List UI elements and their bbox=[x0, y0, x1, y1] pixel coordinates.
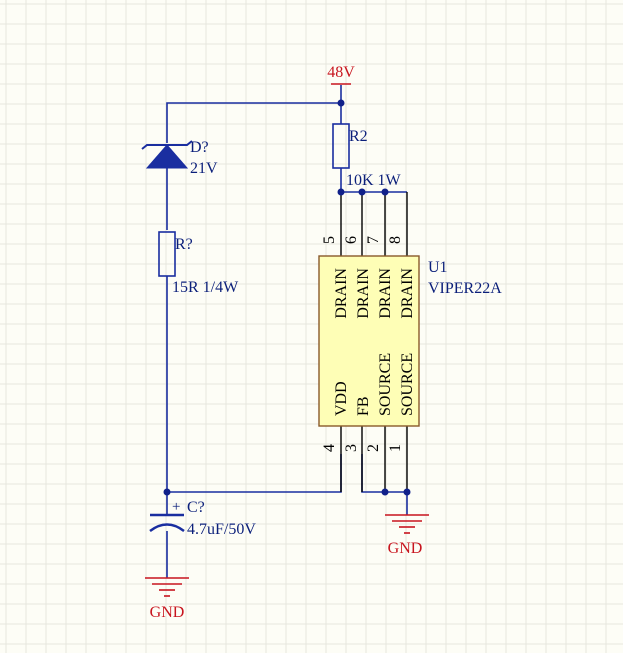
pin-number-6: 6 bbox=[343, 236, 360, 244]
pin-name-3: FB bbox=[355, 396, 372, 416]
r2-designator: R2 bbox=[349, 128, 368, 145]
pin-name-5: DRAIN bbox=[333, 268, 350, 319]
capacitor-polarity: + bbox=[172, 499, 180, 515]
wire-top-rail bbox=[166, 102, 341, 143]
pin-number-4: 4 bbox=[321, 444, 338, 452]
ic-pin-lines bbox=[340, 192, 408, 492]
ground-left-label: GND bbox=[150, 604, 185, 621]
pin-name-8: DRAIN bbox=[399, 268, 416, 319]
capacitor-bottom-plate bbox=[149, 523, 185, 533]
pin-name-1: SOURCE bbox=[399, 353, 416, 416]
ground-symbol-left bbox=[145, 577, 189, 597]
junction-drain-6 bbox=[358, 188, 366, 196]
pin-name-7: DRAIN bbox=[377, 268, 394, 319]
junction-source-2 bbox=[381, 488, 389, 496]
zener-designator: D? bbox=[190, 139, 209, 156]
pin-numbers: 5 6 7 8 4 3 2 1 bbox=[321, 236, 404, 452]
junctions bbox=[163, 99, 411, 496]
junction-cap bbox=[163, 488, 171, 496]
pin-name-4: VDD bbox=[333, 381, 350, 416]
zener-value: 21V bbox=[190, 160, 218, 177]
zener-diode bbox=[141, 140, 193, 169]
resistor-r2 bbox=[332, 123, 350, 169]
pin-name-6: DRAIN bbox=[355, 268, 372, 319]
pin-number-3: 3 bbox=[343, 444, 360, 452]
ground-right-label: GND bbox=[388, 540, 423, 557]
r2-value: 10K 1W bbox=[346, 172, 402, 189]
zener-cathode-bar bbox=[141, 140, 193, 150]
supply-label: 48V bbox=[327, 64, 355, 81]
ground-symbol-right bbox=[385, 514, 429, 534]
junction-drain-5 bbox=[337, 188, 345, 196]
pin-number-2: 2 bbox=[365, 444, 382, 452]
junction-drain-7 bbox=[381, 188, 389, 196]
capacitor bbox=[149, 513, 185, 533]
pin-names: DRAIN DRAIN DRAIN DRAIN VDD FB SOURCE SO… bbox=[333, 268, 416, 416]
ic-body bbox=[318, 255, 420, 427]
junction-48v bbox=[337, 99, 345, 107]
junction-source-1 bbox=[403, 488, 411, 496]
resistor-rq bbox=[158, 231, 176, 277]
rq-value: 15R 1/4W bbox=[172, 279, 239, 296]
pin-number-1: 1 bbox=[387, 444, 404, 452]
pin-name-2: SOURCE bbox=[377, 353, 394, 416]
wire-vdd-to-cap bbox=[167, 454, 342, 493]
capacitor-value: 4.7uF/50V bbox=[187, 521, 256, 538]
capacitor-designator: C? bbox=[187, 499, 205, 516]
pin-number-7: 7 bbox=[365, 236, 382, 244]
rq-designator: R? bbox=[175, 236, 193, 253]
zener-triangle bbox=[145, 144, 189, 169]
ic-designator: U1 bbox=[428, 259, 448, 276]
pin-number-8: 8 bbox=[387, 236, 404, 244]
pin-number-5: 5 bbox=[321, 236, 338, 244]
ic-part-number: VIPER22A bbox=[428, 280, 502, 297]
